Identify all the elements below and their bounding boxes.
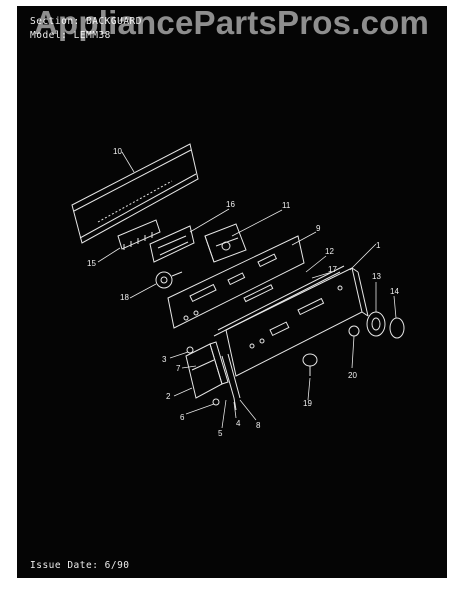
screw-6 [212,398,220,406]
callout-1: 1 [376,241,381,250]
front-control-panel [225,267,369,377]
callout-10: 10 [113,147,122,156]
callout-5: 5 [218,429,223,438]
callout-12: 12 [325,247,334,256]
push-button-20 [348,325,360,337]
model-label: Model: [30,30,68,41]
callout-labels: 10 16 11 9 1 12 17 15 18 13 14 20 19 3 7… [87,147,399,438]
callout-6: 6 [180,413,185,422]
knob-13 [366,311,386,337]
callout-2: 2 [166,392,171,401]
callout-11: 11 [282,201,291,210]
timer-module [204,223,247,263]
model-heading: Model: LEMM38 [30,30,111,41]
leader-lines [97,151,397,429]
callout-3: 3 [162,355,167,364]
dial-14 [389,317,405,339]
rear-cover-panel [71,143,199,244]
section-label: Section: [30,16,80,27]
callout-20: 20 [348,371,357,380]
callout-15: 15 [87,259,96,268]
inner-control-panel [167,235,305,329]
callout-17: 17 [328,265,337,274]
callout-8: 8 [256,421,261,430]
model-value: LEMM38 [73,30,111,41]
callout-14: 14 [390,287,399,296]
end-cap [185,341,229,399]
diagram-background [17,6,447,578]
callout-13: 13 [372,272,381,281]
section-value: BACKGUARD [86,16,142,27]
end-gasket [221,353,241,411]
callout-4: 4 [236,419,241,428]
callout-18: 18 [120,293,129,302]
callout-16: 16 [226,200,235,209]
terminal-block [117,219,161,250]
mounting-bracket [149,225,195,263]
callout-9: 9 [316,224,321,233]
screw-3 [186,346,194,354]
section-heading: Section: BACKGUARD [30,16,142,27]
knob-19 [302,353,318,376]
callout-19: 19 [303,399,312,408]
watermark: AppliancePartsPros.com [34,4,430,41]
callout-7: 7 [176,364,181,373]
issue-date: Issue Date: 6/90 [30,560,130,571]
selector-switch [155,271,183,289]
trim-strip [213,265,345,337]
